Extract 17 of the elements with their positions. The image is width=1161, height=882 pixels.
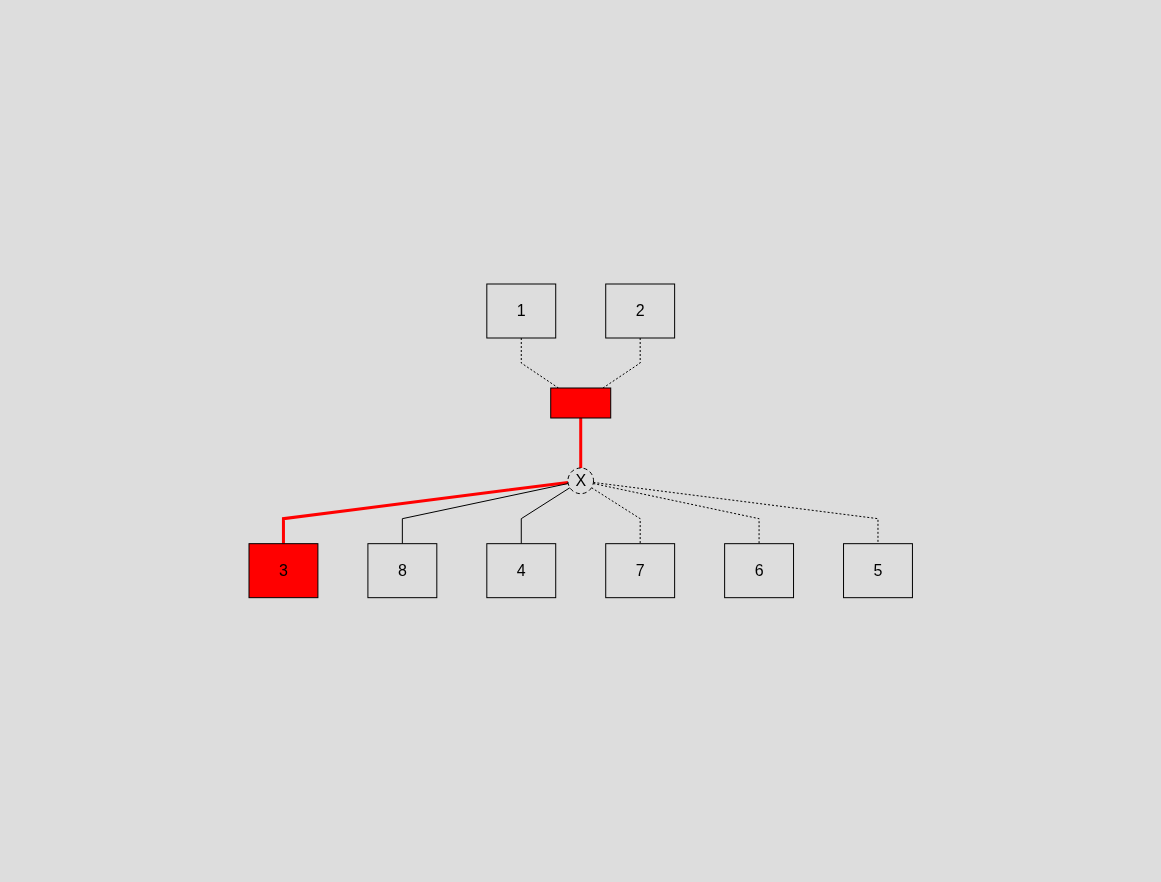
node-box: 8 — [367, 543, 438, 599]
connector — [590, 487, 641, 545]
node-box: 4 — [486, 543, 556, 599]
node-box: 3 — [248, 543, 319, 599]
node-box — [550, 387, 611, 419]
connector — [592, 483, 760, 545]
connector — [281, 481, 568, 544]
node-box: 2 — [605, 283, 675, 339]
connector — [579, 418, 582, 469]
connector — [401, 483, 569, 545]
node-box: 5 — [842, 543, 913, 599]
connector — [592, 482, 879, 545]
connector — [520, 487, 571, 545]
node-circle: X — [567, 467, 594, 495]
node-box: 1 — [486, 283, 556, 339]
node-box: 6 — [723, 543, 794, 599]
node-box: 7 — [605, 543, 675, 599]
